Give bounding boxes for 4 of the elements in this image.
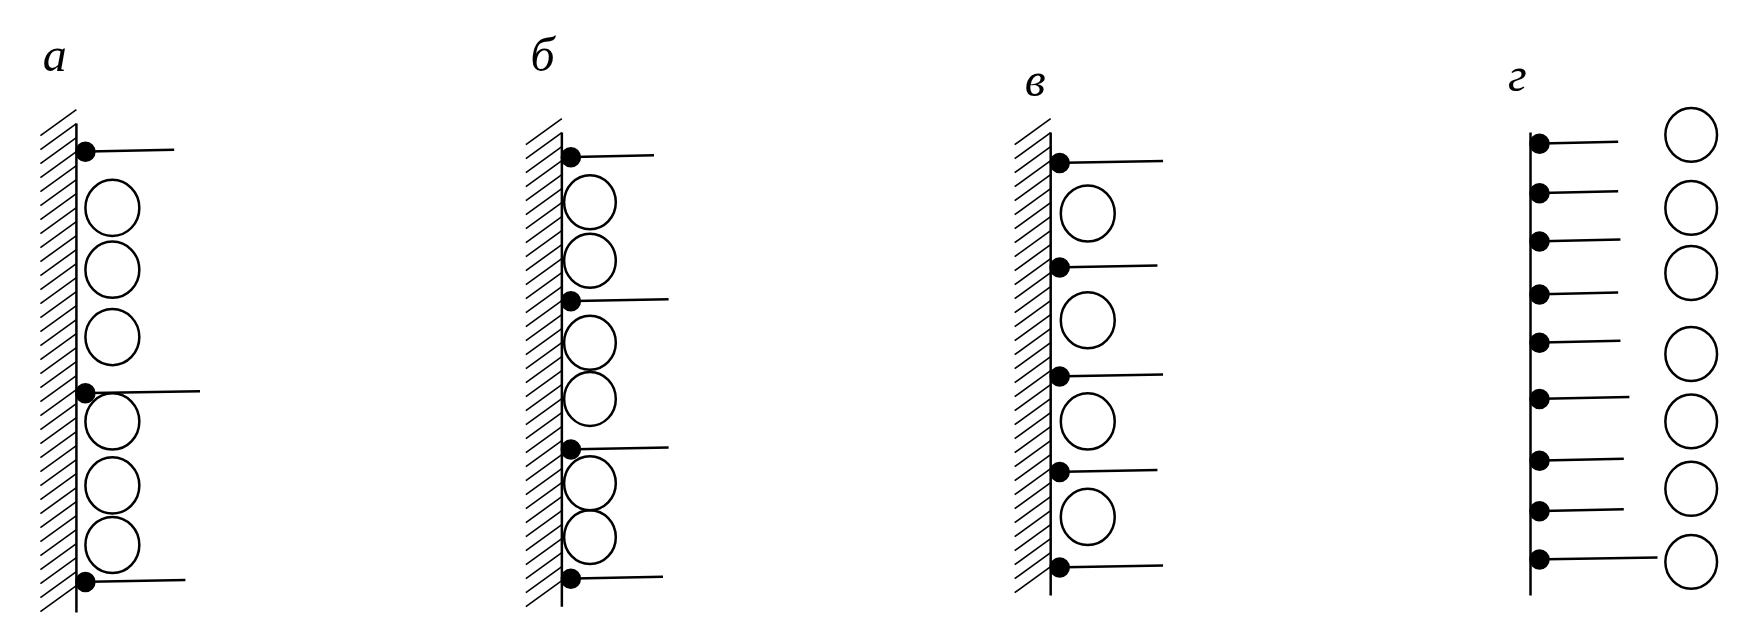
panel-label: б [530, 31, 555, 80]
panel-label: а [42, 31, 67, 80]
panel-label: в [1024, 56, 1046, 105]
panel-label: г [1508, 50, 1527, 99]
